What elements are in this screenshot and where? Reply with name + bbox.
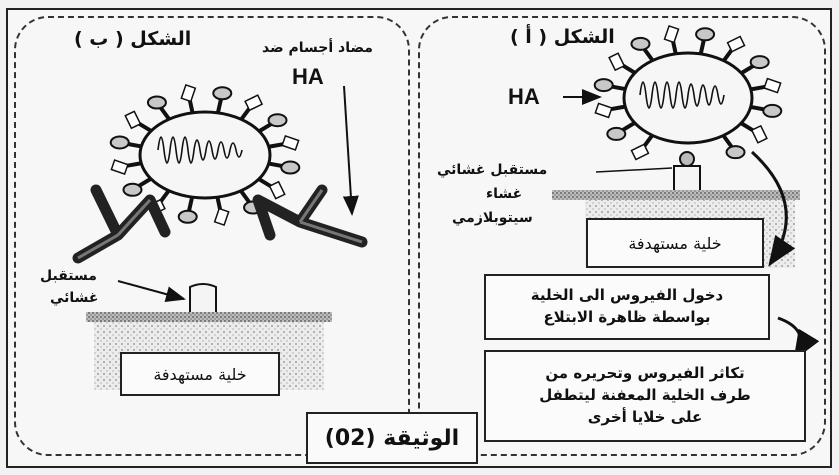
panel-b-title: الشكل ( ب ) xyxy=(74,28,191,50)
step-2-line-3: على خلايا أخرى xyxy=(588,407,703,429)
ha-b-label: HA xyxy=(292,64,324,90)
ha-spike-head xyxy=(148,96,166,108)
receptor-b xyxy=(190,284,216,312)
cell-a-label-box: خلية مستهدفة xyxy=(586,218,764,268)
na-spike-head xyxy=(125,111,140,128)
na-spike-head xyxy=(609,53,624,70)
ha-spike-head xyxy=(179,211,197,223)
cell-a-membrane xyxy=(552,190,800,200)
antibody-left xyxy=(78,190,165,258)
receptor-a-label: مستقبل غشائي xyxy=(437,162,547,178)
receptor-b-label-2: غشائي xyxy=(50,290,99,306)
antibody-label: مضاد أجسام ضد xyxy=(262,40,373,56)
receptor-b-label-1: مستقبل xyxy=(40,268,97,284)
cytoplasm-a-label: سيتوبلازمي xyxy=(452,210,533,226)
ha-spike-head xyxy=(631,38,649,50)
cell-b-membrane xyxy=(86,312,332,322)
receptor-a-line xyxy=(596,168,672,172)
na-spike-head xyxy=(595,103,611,117)
step-2-box: تكاثر الفيروس وتحريره من طرف الخلية المع… xyxy=(484,350,806,442)
receptor-b-arrow xyxy=(118,281,184,299)
ha-spike-head xyxy=(595,79,613,91)
cell-b-label-box: خلية مستهدفة xyxy=(120,352,280,396)
cell-a-label: خلية مستهدفة xyxy=(628,234,721,253)
na-spike-head xyxy=(282,136,298,150)
ha-spike-head xyxy=(751,56,769,68)
ha-spike-head xyxy=(281,162,299,174)
na-spike-head xyxy=(245,95,262,110)
ha-a-label: HA xyxy=(508,84,540,110)
receptor-a xyxy=(674,166,700,190)
antibody-arrow xyxy=(344,86,352,214)
ha-spike-head xyxy=(727,146,745,158)
document-label: الوثيقة (02) xyxy=(325,426,459,451)
document-label-box: الوثيقة (02) xyxy=(306,412,478,464)
ha-spike-head xyxy=(607,128,625,140)
na-spike-head xyxy=(752,126,767,143)
ha-spike-head xyxy=(123,184,141,196)
virus-a xyxy=(595,26,782,160)
ha-spike-head xyxy=(763,105,781,117)
membrane-a-label: غشاء xyxy=(486,186,522,202)
ha-spike-head xyxy=(269,114,287,126)
step-1-line-1: دخول الفيروس الى الخلية xyxy=(531,285,724,307)
cell-b-label: خلية مستهدفة xyxy=(153,365,246,384)
na-spike-head xyxy=(764,79,780,93)
step-2-line-1: تكاثر الفيروس وتحريره من xyxy=(545,363,744,385)
na-spike-head xyxy=(631,144,648,159)
ha-spike-head xyxy=(213,87,231,99)
ha-spike-head xyxy=(111,136,129,148)
na-spike-head xyxy=(665,26,679,42)
na-spike-head xyxy=(728,37,745,52)
step-2-line-2: طرف الخلية المعفنة ليتطفل xyxy=(539,385,750,407)
ha-spike-head xyxy=(696,28,714,40)
na-spike-head xyxy=(215,209,229,225)
panel-a-title: الشكل ( أ ) xyxy=(510,26,615,48)
na-spike-head xyxy=(270,182,285,199)
antibody-right xyxy=(258,190,362,242)
na-spike-head xyxy=(181,85,195,101)
na-spike-head xyxy=(111,160,127,174)
step-1-line-2: بواسطة ظاهرة الابتلاع xyxy=(543,307,710,329)
step-1-box: دخول الفيروس الى الخلية بواسطة ظاهرة الا… xyxy=(484,274,770,340)
